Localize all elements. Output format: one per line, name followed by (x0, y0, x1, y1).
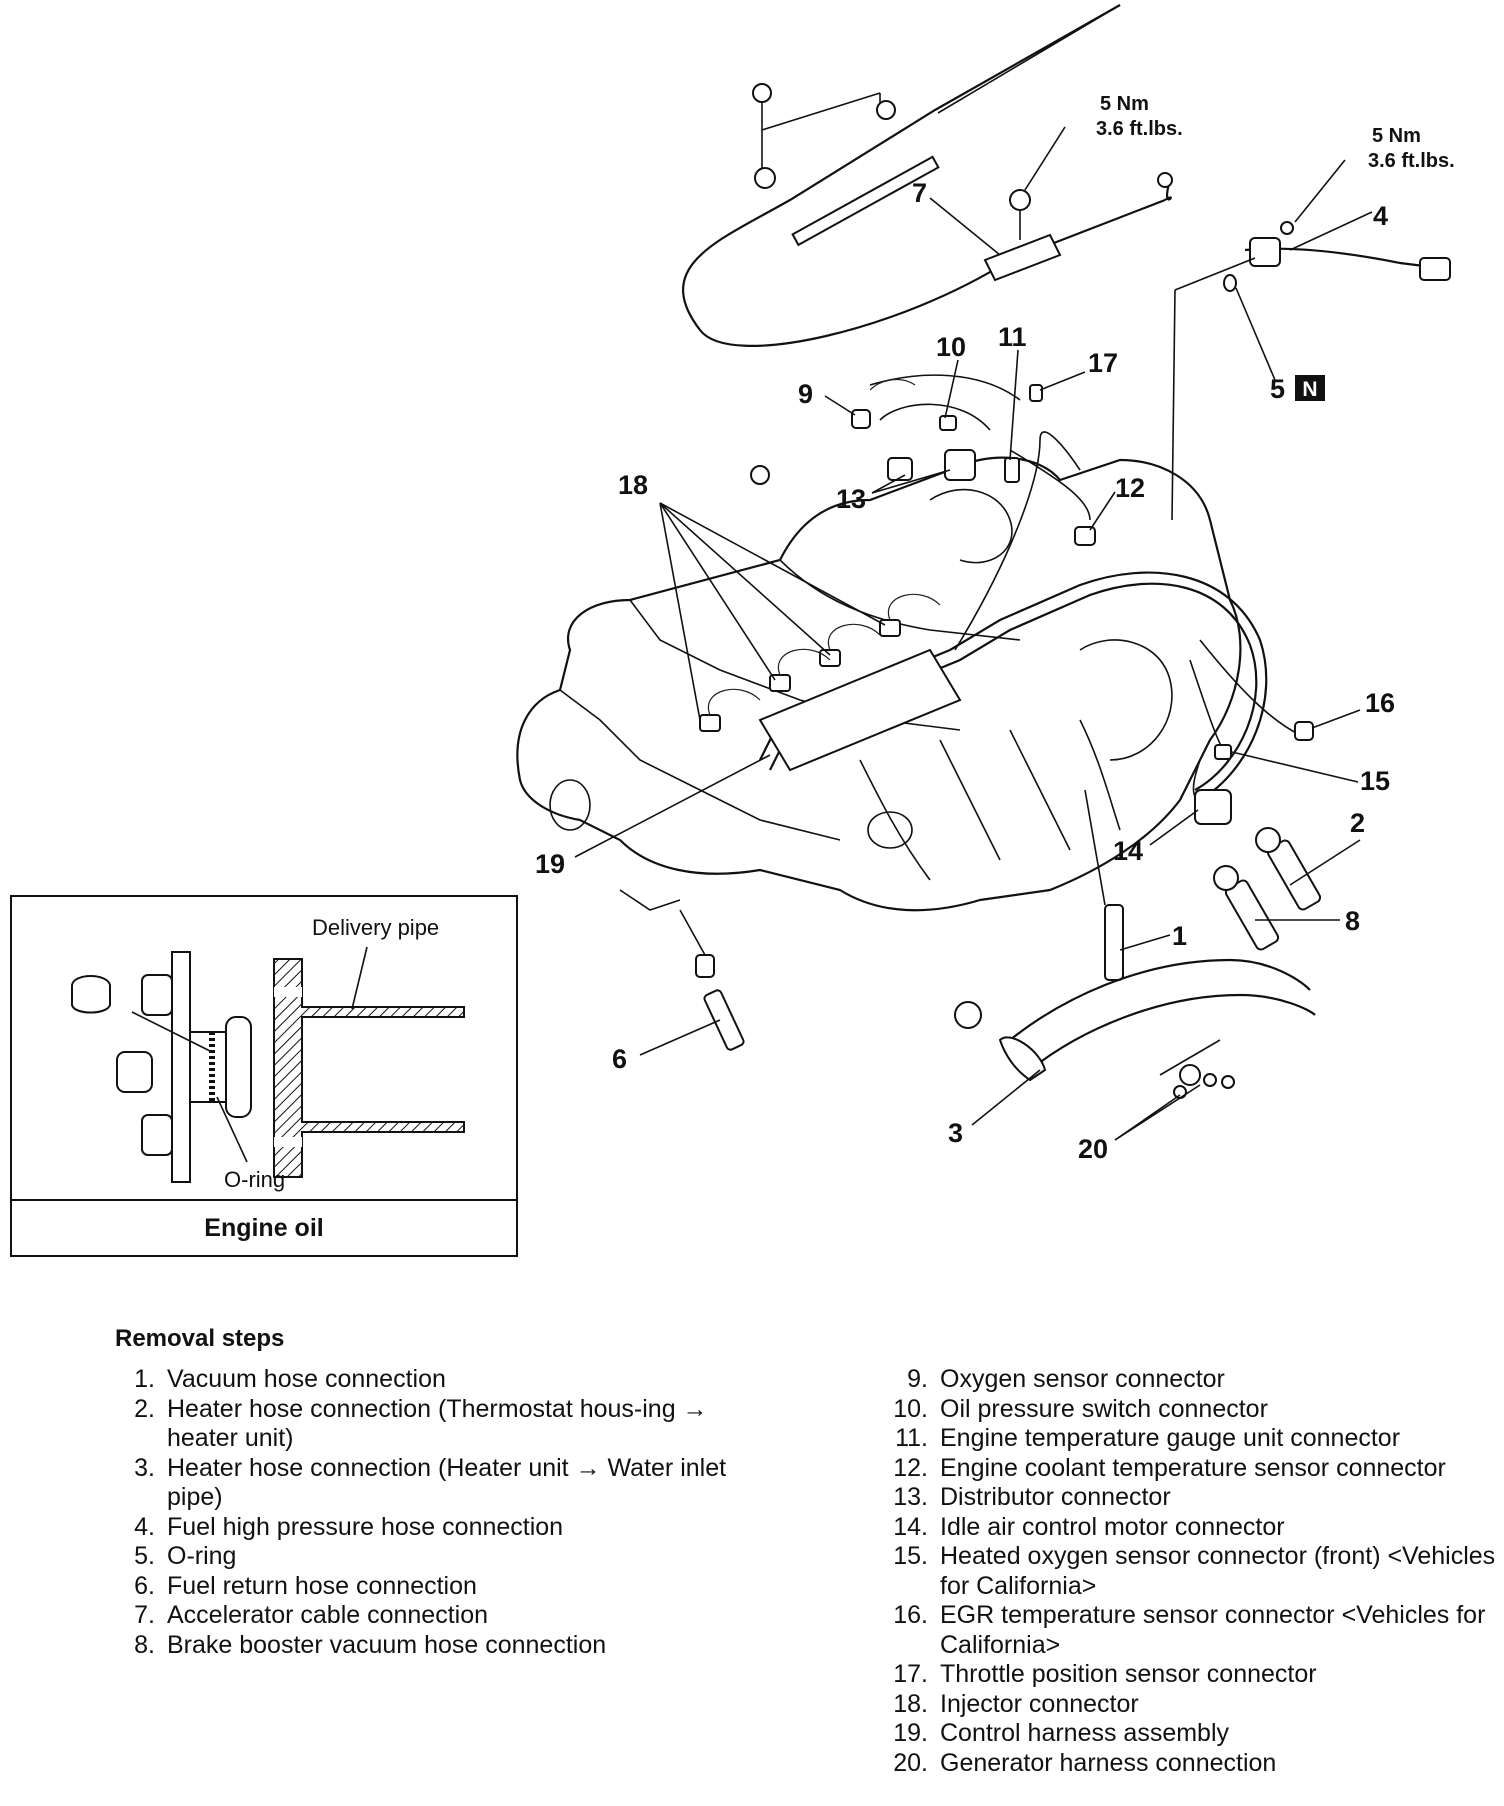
hoses (679, 789, 1322, 1099)
list-item: 1.Vacuum hose connection (134, 1365, 446, 1393)
removal-steps-left: 1.Vacuum hose connection 2.Heater hose c… (115, 1365, 755, 1660)
callout-4: 4 (1373, 201, 1388, 231)
torque-a-nm: 5 Nm (1100, 93, 1149, 115)
callout-5: 5 (1270, 374, 1285, 404)
callout-6: 6 (612, 1044, 627, 1074)
callout-10: 10 (936, 332, 966, 362)
callout-19: 19 (535, 849, 565, 879)
callout-16: 16 (1365, 688, 1395, 718)
list-item: 13.Distributor connector (893, 1483, 1171, 1511)
inset-caption: Engine oil (12, 1199, 516, 1255)
callout-7: 7 (912, 178, 927, 208)
list-item: 18.Injector connector (893, 1689, 1139, 1718)
accelerator-cable (682, 4, 1173, 347)
engine-block (516, 456, 1242, 912)
list-item: 15.Heated oxygen sensor connector (front… (893, 1542, 1496, 1600)
callout-15: 15 (1360, 766, 1390, 796)
list-item: 2.Heater hose connection (Thermostat hou… (134, 1394, 708, 1453)
callout-12: 12 (1115, 473, 1145, 503)
list-item: 9.Oxygen sensor connector (907, 1365, 1225, 1393)
torque-b-nm: 5 Nm (1372, 125, 1421, 147)
torque-b-ftlbs: 3.6 ft.lbs. (1368, 150, 1455, 172)
list-item: 3.Heater hose connection (Heater unit → … (134, 1453, 727, 1512)
callout-3: 3 (948, 1118, 963, 1148)
leader-lines (574, 126, 1373, 1141)
list-item: 7.Accelerator cable connection (134, 1601, 489, 1629)
callout-18: 18 (618, 470, 648, 500)
delivery-pipe-label: Delivery pipe (312, 915, 440, 940)
list-item: 17.Throttle position sensor connector (893, 1660, 1317, 1688)
list-item: 19.Control harness assembly (893, 1719, 1230, 1747)
callout-labels: 7 4 9 10 11 17 12 13 18 19 16 15 14 2 8 … (535, 93, 1455, 1164)
inset-oring-detail: Delivery pipe O-ring Engine oil (10, 895, 518, 1257)
list-item: 14.Idle air control motor connector (893, 1512, 1285, 1541)
new-part-badge-letter: N (1302, 378, 1317, 401)
o-ring-label: O-ring (224, 1167, 286, 1192)
callout-14: 14 (1113, 836, 1143, 866)
callout-8: 8 (1345, 906, 1360, 936)
list-item: 12.Engine coolant temperature sensor con… (893, 1453, 1446, 1482)
removal-steps-title: Removal steps (115, 1325, 285, 1352)
inset-drawing (71, 946, 465, 1183)
list-item: 11.Engine temperature gauge unit connect… (895, 1424, 1401, 1452)
callout-1: 1 (1172, 921, 1187, 951)
removal-steps-right: 9.Oxygen sensor connector 10.Oil pressur… (888, 1365, 1498, 1778)
callout-13: 13 (836, 484, 866, 514)
callout-9: 9 (798, 379, 813, 409)
list-item: 4.Fuel high pressure hose connection (134, 1512, 564, 1541)
list-item: 16.EGR temperature sensor connector <Veh… (893, 1601, 1486, 1659)
callout-17: 17 (1088, 348, 1118, 378)
new-part-badge (1295, 375, 1325, 401)
callout-11: 11 (998, 322, 1027, 352)
list-item: 10.Oil pressure switch connector (893, 1394, 1268, 1423)
callout-20: 20 (1078, 1134, 1108, 1164)
torque-a-ftlbs: 3.6 ft.lbs. (1096, 118, 1183, 140)
list-item: 6.Fuel return hose connection (134, 1571, 477, 1600)
fuel-high-pressure-hose (1171, 221, 1451, 521)
list-item: 8.Brake booster vacuum hose connection (134, 1630, 607, 1659)
list-item: 20.Generator harness connection (893, 1748, 1277, 1777)
list-item: 5.O-ring (134, 1542, 237, 1570)
callout-2: 2 (1350, 808, 1365, 838)
control-harness (699, 374, 1314, 825)
